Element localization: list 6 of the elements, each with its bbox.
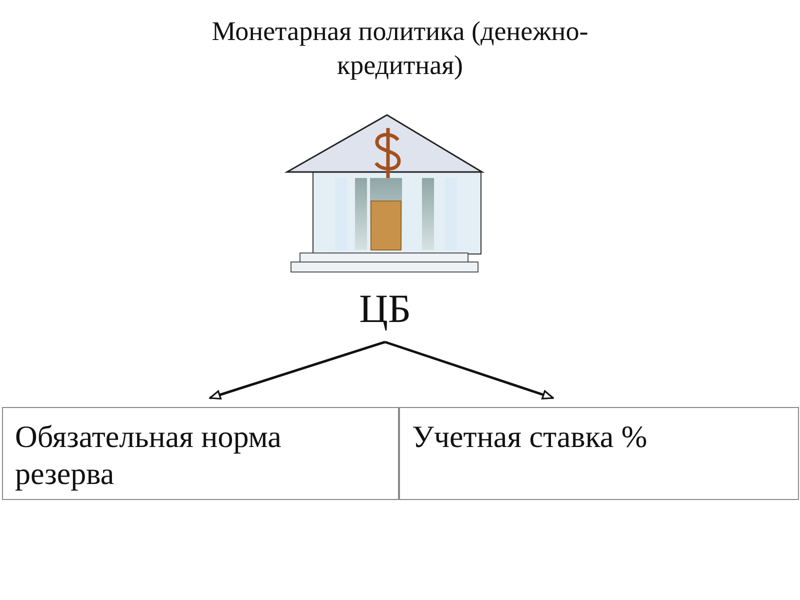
arrow (384, 340, 554, 400)
table-cell: Учетная ставка % (399, 407, 799, 500)
arrow (209, 340, 386, 400)
title: Монетарная политика (денежно-кредитная) (210, 15, 590, 82)
table-cell: Обязательная норма резерва (2, 407, 399, 500)
node-label: ЦБ (340, 285, 430, 340)
